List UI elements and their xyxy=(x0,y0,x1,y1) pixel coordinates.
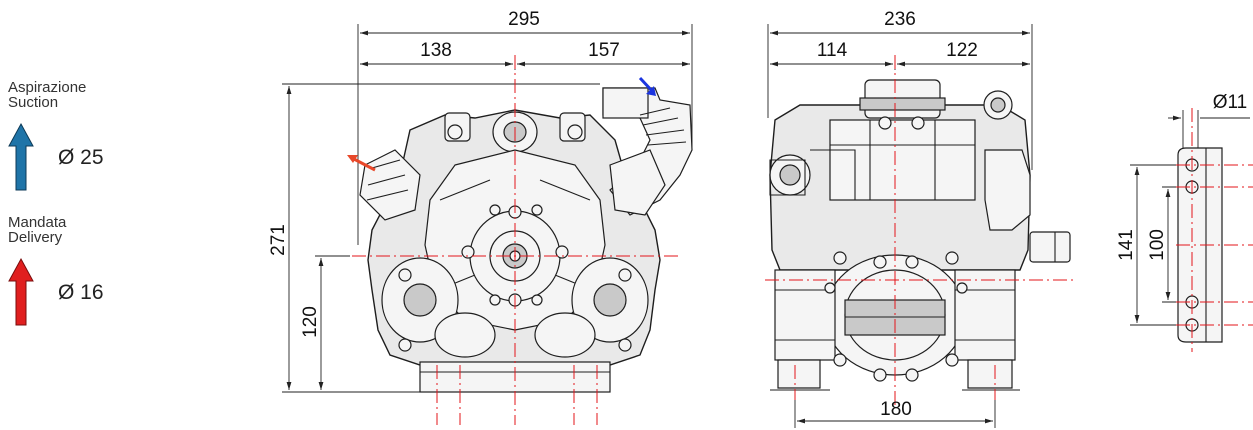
dim-front-height: 271 xyxy=(268,224,289,256)
dim-front-axis-height: 120 xyxy=(300,306,321,338)
delivery-label-en: Delivery xyxy=(8,229,63,246)
dim-side-total-width: 236 xyxy=(884,9,916,30)
suction-label-it: Aspirazione xyxy=(8,79,87,96)
dim-front-total-width: 295 xyxy=(508,9,540,30)
dim-bracket-outer: 141 xyxy=(1116,229,1137,261)
dim-bracket-inner: 100 xyxy=(1147,229,1168,261)
blue-up-arrow-icon xyxy=(8,122,34,191)
front-view: 295 138 157 271 120 xyxy=(268,9,693,425)
dim-bracket-hole: Ø11 xyxy=(1213,92,1248,113)
bracket-view: Ø11 141 100 xyxy=(1116,92,1253,352)
dim-side-base: 180 xyxy=(880,399,912,420)
dim-front-left: 138 xyxy=(420,40,452,61)
side-view: 236 114 122 180 xyxy=(765,9,1075,428)
suction-label-en: Suction xyxy=(8,94,59,111)
side-bolts xyxy=(824,251,968,382)
delivery-label-it: Mandata xyxy=(8,214,67,231)
suction-diameter: Ø 25 xyxy=(58,146,104,169)
red-up-arrow-icon xyxy=(8,257,34,326)
delivery-diameter: Ø 16 xyxy=(58,281,104,304)
dim-side-left: 114 xyxy=(817,40,848,61)
front-bolts xyxy=(447,124,583,307)
dim-side-right: 122 xyxy=(946,40,978,61)
flow-legend: Aspirazione Suction Ø 25 Mandata Deliver… xyxy=(8,80,148,350)
delivery-legend: Mandata Delivery Ø 16 xyxy=(8,215,148,350)
dim-front-right: 157 xyxy=(588,40,620,61)
suction-legend: Aspirazione Suction Ø 25 xyxy=(8,80,148,215)
